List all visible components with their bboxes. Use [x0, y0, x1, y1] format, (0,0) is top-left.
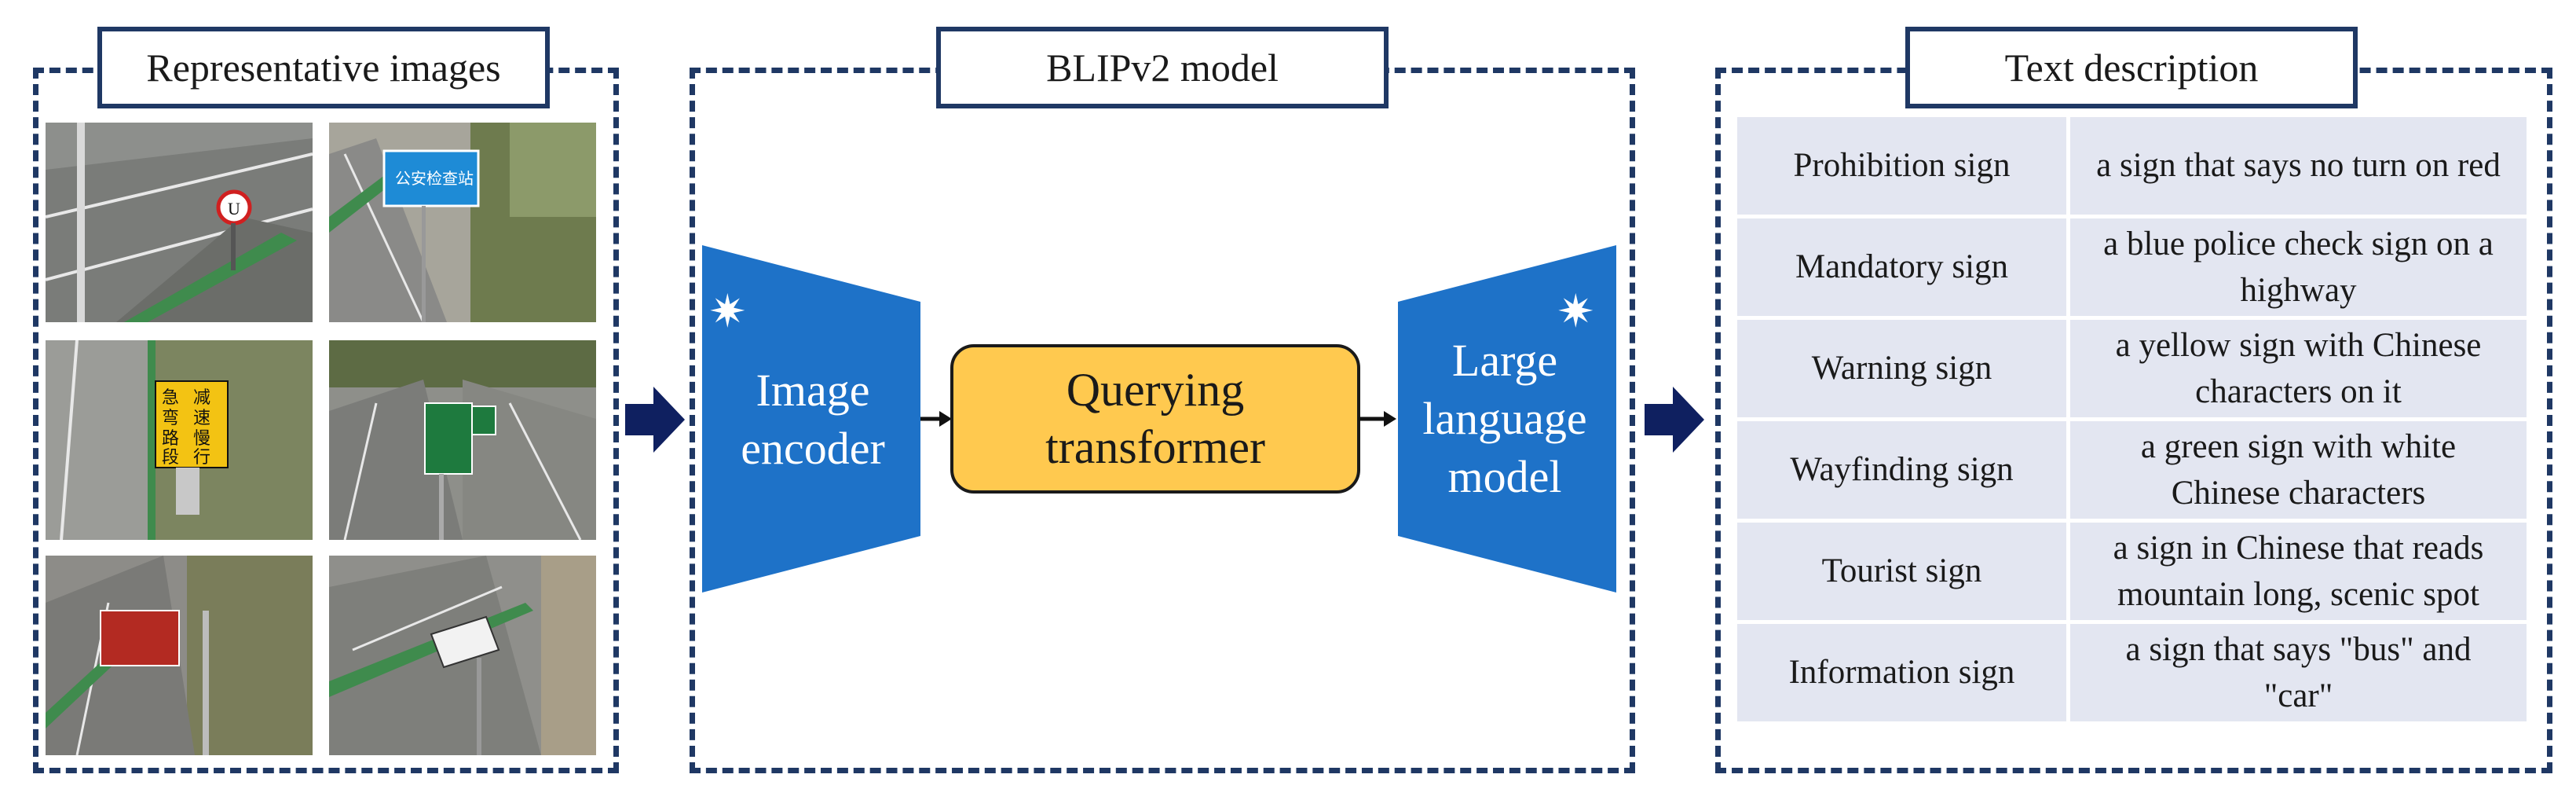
- category-cell: Information sign: [1737, 624, 2066, 721]
- arrow-encoder-to-qformer: [920, 411, 952, 427]
- model-panel-title: BLIPv2 model: [936, 27, 1389, 108]
- thumbnail-warning-sign: 急 减 弯 速 路 慢 段 行: [46, 340, 313, 540]
- querying-transformer-label-2: transformer: [1045, 421, 1265, 473]
- image-encoder-label: Image encoder: [741, 365, 885, 475]
- warning-sign-char-3: 弯: [162, 408, 179, 428]
- thumbnail-mandatory-sign: 公安检查站: [329, 123, 596, 322]
- warning-sign-char-4: 速: [193, 408, 210, 428]
- warning-sign-char-6: 慢: [193, 428, 210, 448]
- sparkle-icon: ✷: [708, 286, 747, 337]
- image-encoder-block: [702, 245, 920, 593]
- sparkle-icon: ✷: [1557, 286, 1595, 337]
- warning-sign-char-2: 减: [193, 387, 210, 407]
- warning-sign-char-7: 段: [162, 447, 179, 467]
- arrow-model-to-text: [1645, 387, 1704, 453]
- llm-block: [1398, 245, 1616, 593]
- table-row: Mandatory sign a blue police check sign …: [1737, 218, 2527, 316]
- description-cell: a sign that says "bus" and"car": [2070, 624, 2527, 721]
- querying-transformer-block: Querying transformer: [950, 344, 1360, 494]
- llm-label: Large language model: [1422, 335, 1587, 503]
- warning-sign-char-5: 路: [162, 428, 179, 448]
- table-row: Prohibition sign a sign that says no tur…: [1737, 117, 2527, 215]
- thumbnail-wayfinding-sign: [329, 340, 596, 540]
- category-cell: Wayfinding sign: [1737, 421, 2066, 519]
- svg-text:U: U: [228, 199, 240, 218]
- arrow-qformer-to-llm: [1359, 411, 1396, 427]
- thumbnail-tourist-sign: [46, 556, 313, 755]
- table-row: Information sign a sign that says "bus" …: [1737, 624, 2527, 721]
- category-cell: Mandatory sign: [1737, 218, 2066, 316]
- images-panel-title: Representative images: [97, 27, 550, 108]
- thumbnail-information-sign: [329, 556, 596, 755]
- text-panel-title: Text description: [1905, 27, 2358, 108]
- table-row: Tourist sign a sign in Chinese that read…: [1737, 523, 2527, 620]
- description-cell: a sign that says no turn on red: [2070, 117, 2527, 215]
- querying-transformer-label-1: Querying: [1066, 363, 1245, 416]
- arrow-images-to-model: [625, 387, 685, 453]
- mandatory-sign-text: 公安检查站: [395, 170, 474, 188]
- description-table: Prohibition sign a sign that says no tur…: [1733, 113, 2530, 725]
- category-cell: Tourist sign: [1737, 523, 2066, 620]
- thumbnail-prohibition-sign: U: [46, 123, 313, 322]
- warning-sign-char-8: 行: [193, 447, 210, 467]
- warning-sign-char-1: 急: [162, 387, 179, 407]
- category-cell: Warning sign: [1737, 320, 2066, 417]
- category-cell: Prohibition sign: [1737, 117, 2066, 215]
